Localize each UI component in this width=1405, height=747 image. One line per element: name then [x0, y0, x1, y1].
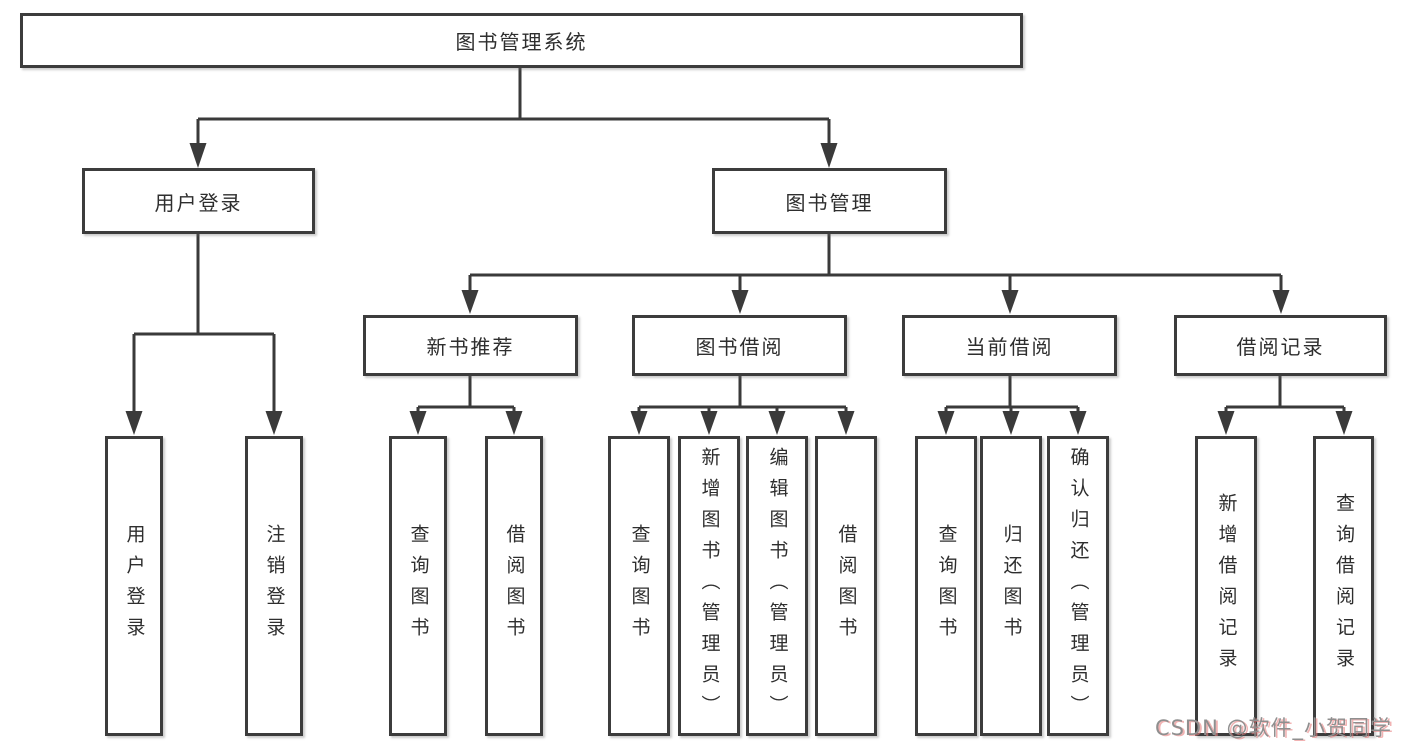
node-book-management: 图书管理 [712, 168, 947, 234]
leaf-borrowing-query-books: 查询图书 [608, 436, 670, 736]
leaf-recommend-borrow-books: 借阅图书 [485, 436, 543, 736]
leaf-recommend-borrow-books-label: 借阅图书 [503, 524, 526, 648]
connector-records-to-leaves [1217, 376, 1353, 435]
leaf-borrowing-borrow-books-label: 借阅图书 [835, 524, 858, 648]
connector-login-to-leaves [125, 234, 283, 435]
node-library-system: 图书管理系统 [20, 13, 1023, 68]
leaf-current-return-books: 归还图书 [980, 436, 1042, 736]
leaf-user-login-label: 用户登录 [123, 524, 146, 648]
node-user-login: 用户登录 [82, 168, 315, 234]
leaf-borrowing-query-books-label: 查询图书 [628, 524, 651, 648]
leaf-current-query-books: 查询图书 [915, 436, 977, 736]
leaf-logout-label: 注销登录 [263, 524, 286, 648]
leaf-borrowing-borrow-books: 借阅图书 [815, 436, 877, 736]
leaf-records-add-record-label: 新增借阅记录 [1215, 493, 1238, 679]
connector-borrowing-to-leaves [630, 376, 855, 435]
leaf-user-login: 用户登录 [105, 436, 163, 736]
leaf-borrowing-edit-books-admin-label: 编辑图书（管理员） [766, 446, 789, 726]
leaf-borrowing-add-books-admin-label: 新增图书（管理员） [698, 446, 721, 726]
connector-recommend-to-leaves [409, 376, 523, 435]
leaf-records-query-record-label: 查询借阅记录 [1333, 493, 1355, 679]
leaf-current-return-books-label: 归还图书 [1000, 524, 1023, 648]
node-book-borrowing: 图书借阅 [632, 315, 847, 376]
connector-root-to-level2 [189, 66, 838, 168]
leaf-records-query-record: 查询借阅记录 [1313, 436, 1374, 736]
leaf-logout: 注销登录 [245, 436, 303, 736]
leaf-current-query-books-label: 查询图书 [935, 524, 958, 648]
leaf-borrowing-edit-books-admin: 编辑图书（管理员） [746, 436, 808, 736]
leaf-borrowing-add-books-admin: 新增图书（管理员） [678, 436, 740, 736]
node-borrowing-records: 借阅记录 [1174, 315, 1387, 376]
csdn-watermark: CSDN @软件_小贺同学 [1154, 716, 1392, 740]
leaf-recommend-query-books: 查询图书 [389, 436, 447, 736]
connector-management-to-level3 [461, 233, 1290, 314]
node-new-book-recommendation: 新书推荐 [363, 315, 578, 376]
connector-current-to-leaves [937, 376, 1087, 435]
leaf-recommend-query-books-label: 查询图书 [407, 524, 430, 648]
leaf-current-confirm-return-admin-label: 确认归还（管理员） [1067, 446, 1090, 726]
node-current-borrowing: 当前借阅 [902, 315, 1117, 376]
leaf-current-confirm-return-admin: 确认归还（管理员） [1047, 436, 1109, 736]
leaf-records-add-record: 新增借阅记录 [1195, 436, 1257, 736]
